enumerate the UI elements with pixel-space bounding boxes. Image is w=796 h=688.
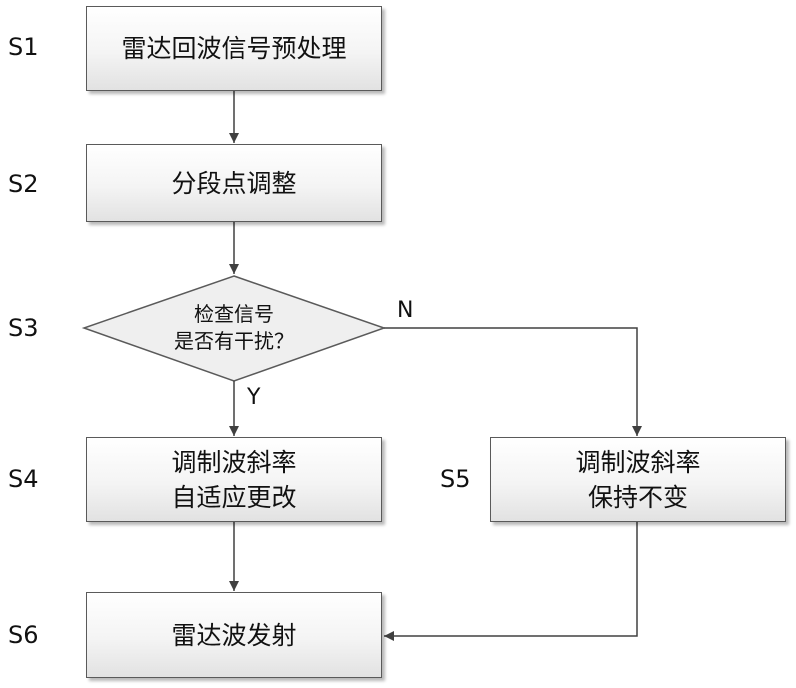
step-label-s5: S5 xyxy=(440,465,471,493)
process-text-s2: 分段点调整 xyxy=(171,166,296,201)
process-text-s5-line2: 保持不变 xyxy=(588,480,688,515)
process-text-s4-line2: 自适应更改 xyxy=(171,480,296,515)
process-text-s5-line1: 调制波斜率 xyxy=(575,445,700,480)
decision-text-line1: 检查信号 xyxy=(134,301,334,328)
step-label-s1: S1 xyxy=(8,33,39,61)
step-label-s2: S2 xyxy=(8,170,39,198)
process-text-s1: 雷达回波信号预处理 xyxy=(121,31,346,66)
process-text-s4-line1: 调制波斜率 xyxy=(171,445,296,480)
step-label-s3: S3 xyxy=(8,314,39,342)
process-text-s6: 雷达波发射 xyxy=(171,618,296,653)
arrow-s5-to-s6 xyxy=(384,522,637,636)
process-box-s5: 调制波斜率 保持不变 xyxy=(490,437,786,522)
step-label-s4: S4 xyxy=(8,465,39,493)
step-label-s6: S6 xyxy=(8,621,39,649)
decision-text-line2: 是否有干扰？ xyxy=(134,328,334,355)
process-box-s6: 雷达波发射 xyxy=(86,592,382,678)
branch-label-yes: Y xyxy=(247,385,260,410)
process-box-s2: 分段点调整 xyxy=(86,144,382,222)
process-box-s4: 调制波斜率 自适应更改 xyxy=(86,437,382,522)
arrow-s3-to-s5 xyxy=(384,328,637,436)
branch-label-no: N xyxy=(397,298,413,323)
process-box-s1: 雷达回波信号预处理 xyxy=(86,6,382,91)
